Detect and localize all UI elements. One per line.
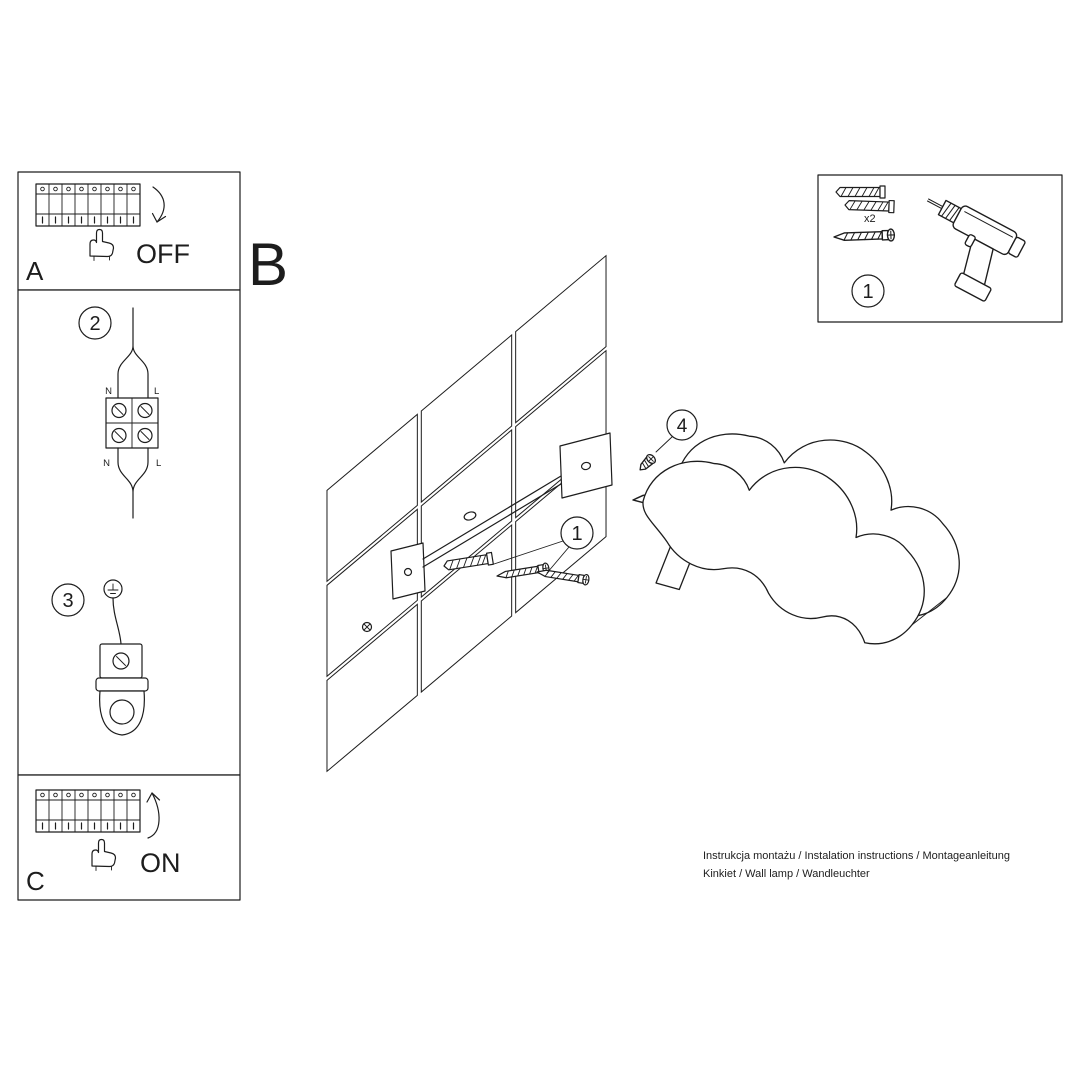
cloud-lamp (642, 433, 960, 645)
step-2-wiring: 2 N L N L (78, 306, 161, 519)
step-3-ground: 3 (51, 579, 149, 736)
callout-1-badge (560, 516, 594, 550)
callout-4-badge (666, 409, 698, 441)
footer-line2: Kinkiet / Wall lamp / Wandleuchter (703, 868, 870, 880)
switch-off-label: OFF (136, 239, 190, 269)
callout-4-screw: 4 (655, 409, 698, 453)
step-3-number: 3 (62, 590, 73, 612)
arrow-down-icon (151, 186, 167, 223)
cable-clamp (95, 643, 149, 736)
panel-c-box: ON C (17, 774, 241, 901)
wiring-box: 2 N L N L 3 (17, 289, 241, 776)
step-1-badge (851, 274, 885, 308)
step-letter-a: A (26, 256, 44, 286)
step-3-badge (51, 583, 85, 617)
small-screw-icon (635, 452, 658, 475)
step-letter-b: B (248, 231, 288, 298)
drill-icon (926, 198, 1026, 302)
earth-symbol-icon (103, 579, 123, 599)
breaker-strip-icon (35, 789, 141, 833)
mounting-bracket (390, 432, 613, 600)
terminal-label-l-bottom: L (156, 458, 161, 469)
switch-on-label: ON (140, 848, 181, 878)
terminal-label-n-bottom: N (103, 458, 110, 469)
breaker-strip-icon (35, 183, 141, 227)
panel-a-box: OFF A (17, 171, 241, 291)
step-letter-c: C (26, 866, 45, 896)
step-2-number: 2 (89, 313, 100, 335)
callout-1-number: 1 (571, 523, 582, 545)
step-2-badge (78, 306, 112, 340)
panel-hole (463, 511, 477, 521)
terminal-block (105, 397, 159, 449)
footer: Instrukcja montażu / Instalation instruc… (703, 850, 1010, 880)
wall-plug-icon (835, 185, 886, 199)
panel-screw (361, 621, 373, 633)
terminal-label-n-top: N (105, 386, 112, 397)
arrow-up-icon (146, 792, 161, 839)
plug-quantity-label: x2 (864, 213, 876, 225)
step-1-number: 1 (862, 281, 873, 303)
footer-line1: Instrukcja montażu / Instalation instruc… (703, 850, 1010, 862)
terminal-label-l-top: L (154, 386, 159, 397)
lamp-front-face (642, 460, 925, 645)
callout-1-fasteners: 1 (493, 516, 594, 574)
hardware-kit-box: x2 1 (817, 174, 1063, 323)
callout-4-number: 4 (677, 416, 688, 437)
